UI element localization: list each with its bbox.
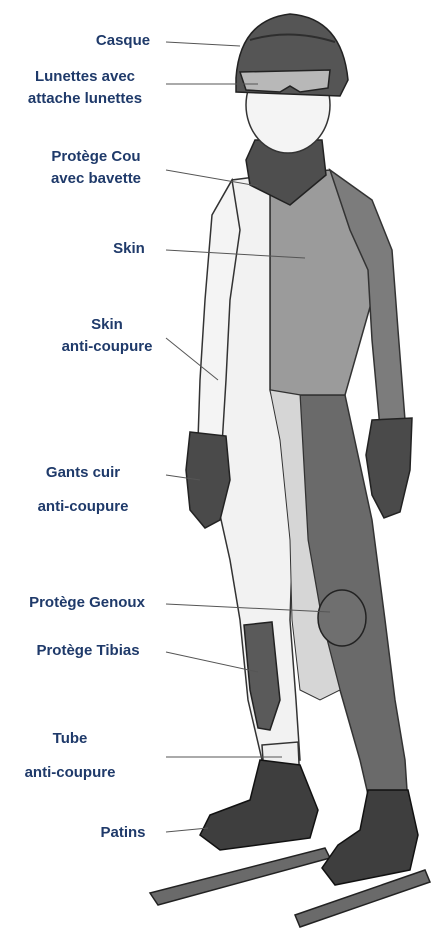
label-protege-cou-line2: avec bavette — [30, 168, 162, 190]
label-tibias-text: Protège Tibias — [18, 640, 158, 662]
right-glove — [366, 418, 412, 518]
label-protege-cou: Protège Cou avec bavette — [30, 146, 162, 190]
leader-casque — [166, 42, 240, 46]
label-gants-line2: anti-coupure — [18, 496, 148, 518]
label-skin: Skin — [104, 238, 154, 260]
label-lunettes-line2: attache lunettes — [10, 88, 160, 110]
goggles — [240, 70, 330, 92]
label-casque-text: Casque — [84, 30, 162, 52]
label-protege-cou-line1: Protège Cou — [30, 146, 162, 168]
label-lunettes-line1: Lunettes avec — [10, 66, 160, 88]
label-tube-line1: Tube — [10, 728, 130, 750]
label-tube-line2: anti-coupure — [10, 762, 130, 784]
label-skin-ac-line1: Skin — [52, 314, 162, 336]
label-skin-anti-coupure: Skin anti-coupure — [52, 314, 162, 358]
label-tube: Tube anti-coupure — [10, 728, 130, 784]
label-genoux-text: Protège Genoux — [12, 592, 162, 614]
label-casque: Casque — [84, 30, 162, 52]
left-boot — [200, 760, 318, 850]
label-skin-text: Skin — [104, 238, 154, 260]
label-tibias: Protège Tibias — [18, 640, 158, 662]
label-skin-ac-line2: anti-coupure — [52, 336, 162, 358]
label-gants-line1: Gants cuir — [18, 462, 148, 484]
right-boot — [322, 790, 418, 885]
label-genoux: Protège Genoux — [12, 592, 162, 614]
left-blade — [150, 848, 330, 905]
knee-pad — [318, 590, 366, 646]
label-patins-text: Patins — [88, 822, 158, 844]
label-gants: Gants cuir anti-coupure — [18, 462, 148, 518]
label-patins: Patins — [88, 822, 158, 844]
label-lunettes: Lunettes avec attache lunettes — [10, 66, 160, 110]
